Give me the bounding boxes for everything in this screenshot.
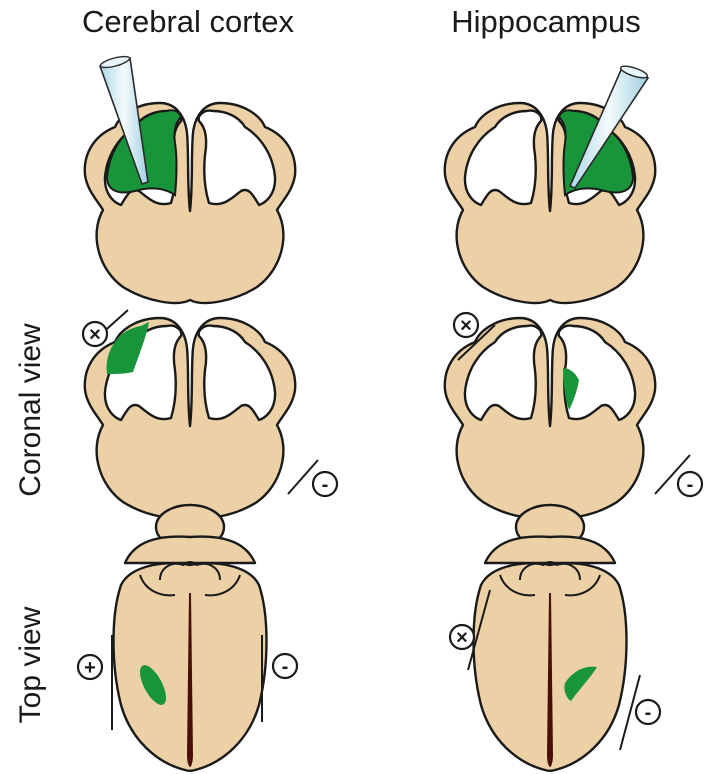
row-title-top-view: Top view <box>14 606 47 723</box>
electrode-negative-top-right-symbol: - <box>645 702 652 724</box>
electrode-positive-right-symbol: × <box>460 315 472 337</box>
coronal-result-hippocampus <box>445 318 655 518</box>
column-title-cerebral-cortex: Cerebral cortex <box>82 4 294 39</box>
coronal-injection-cortex <box>85 103 295 303</box>
coronal-injection-hippocampus <box>445 103 655 303</box>
electrode-positive-left-symbol: × <box>89 324 101 346</box>
electrode-negative-right-symbol: - <box>687 474 694 496</box>
electrode-negative-top-left-symbol: - <box>282 656 289 678</box>
electrode-negative-left-symbol: - <box>322 474 329 496</box>
row-title-coronal-view: Coronal view <box>14 323 47 497</box>
column-title-hippocampus: Hippocampus <box>451 4 641 39</box>
top-view-cortex <box>114 505 267 771</box>
coronal-result-cortex <box>85 318 295 518</box>
electrode-positive-top-right-symbol: × <box>456 627 468 649</box>
top-view-hippocampus <box>474 505 627 771</box>
electrode-positive-top-left-symbol: + <box>84 657 96 679</box>
